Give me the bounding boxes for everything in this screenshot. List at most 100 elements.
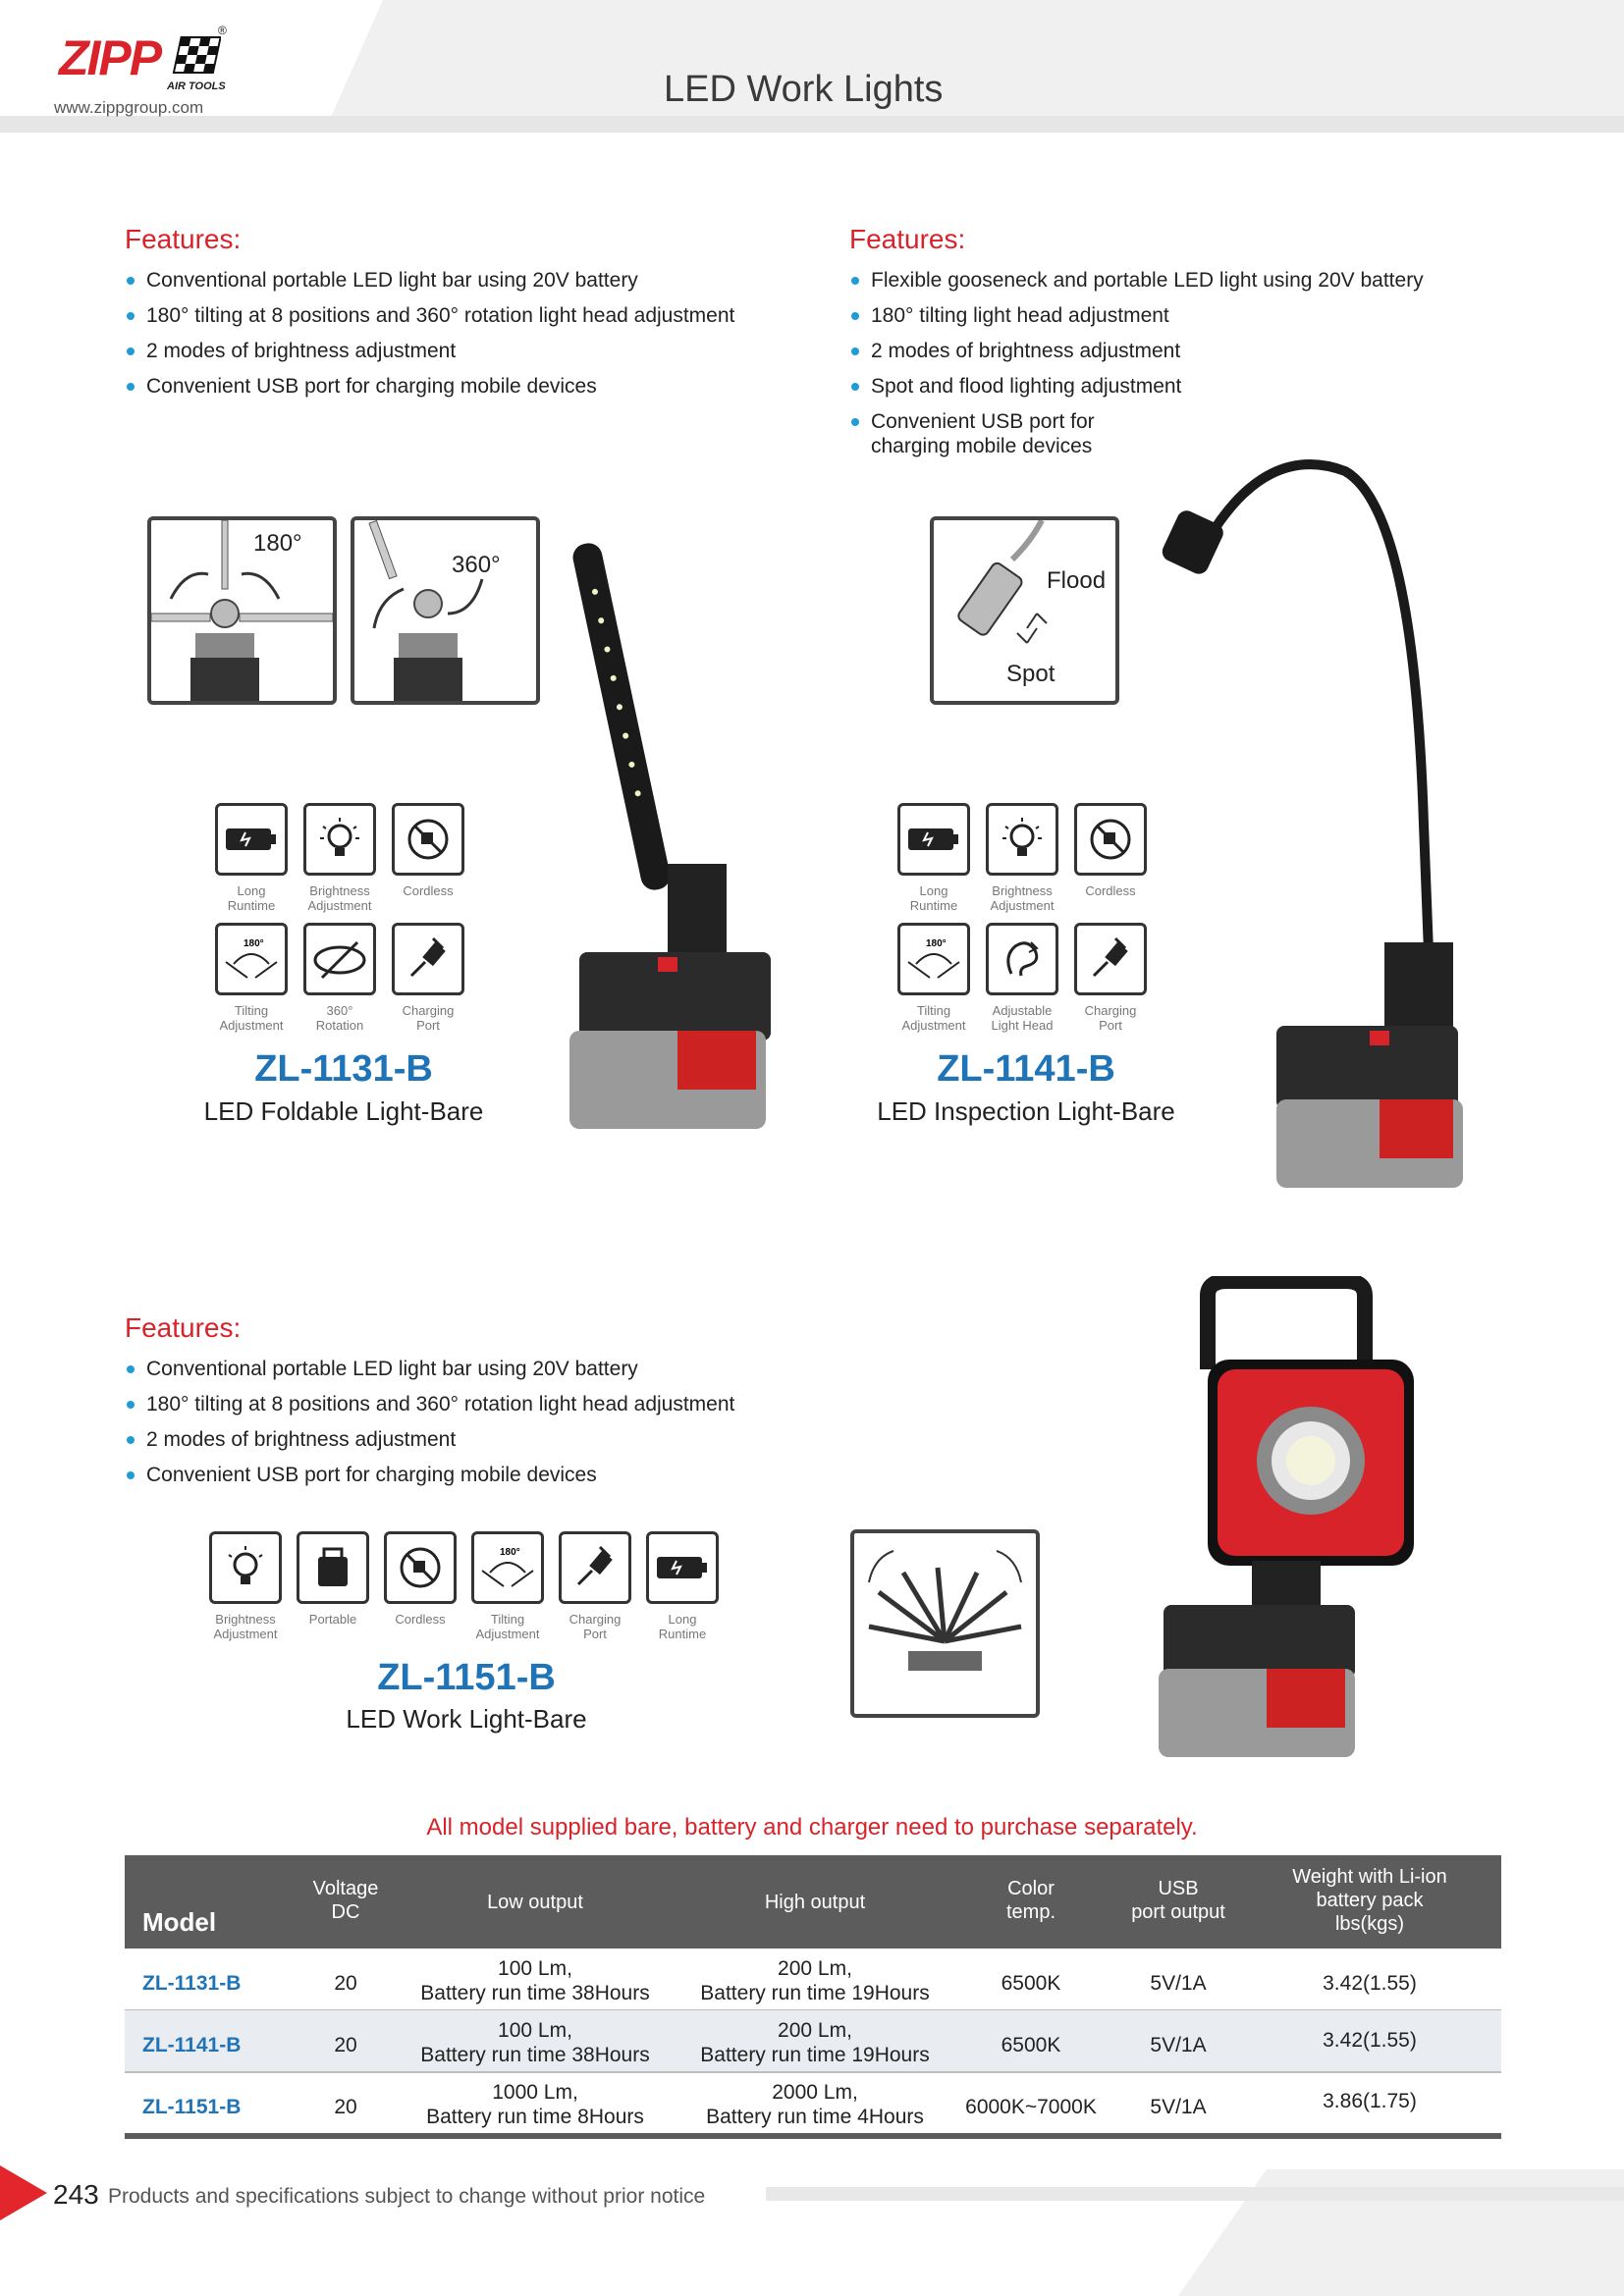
icon-label: Cordless	[403, 883, 454, 898]
rotation-360-diagram	[351, 516, 540, 705]
diagram-label: Flood	[1047, 567, 1107, 594]
tilt-180-diagram	[147, 516, 337, 705]
tilt-180-icon: 180°	[215, 923, 288, 995]
product-name: LED Inspection Light-Bare	[877, 1096, 1175, 1126]
feature-item-continued: charging mobile devices	[871, 435, 1093, 457]
cell-voltage: 20	[334, 2034, 357, 2056]
feature-item: Flexible gooseneck and portable LED ligh…	[849, 263, 1424, 298]
usb-plug-icon	[1074, 923, 1147, 995]
flood-spot-drawing	[957, 518, 1048, 644]
multi-angle-drawing	[868, 1550, 1022, 1671]
rotation-360-icon	[303, 923, 376, 995]
features-title: Features:	[849, 224, 966, 254]
cell-color: 6500K	[1001, 2034, 1061, 2056]
website-link[interactable]: www.zippgroup.com	[54, 98, 204, 117]
product-name: LED Work Light-Bare	[346, 1704, 587, 1734]
cordless-icon	[392, 803, 464, 876]
icon-label: Cordless	[1085, 883, 1136, 898]
cell-high: 200 Lm,Battery run time 19Hours	[700, 1957, 930, 2004]
bulb-icon	[303, 803, 376, 876]
portable-icon	[297, 1531, 369, 1604]
cell-voltage: 20	[334, 1972, 357, 1995]
diagram-label: 180°	[253, 530, 302, 557]
column-header-low: Low output	[487, 1892, 583, 1913]
feature-item: Convenient USB port for	[849, 404, 1424, 437]
cell-color: 6500K	[1001, 1972, 1061, 1995]
cell-model: ZL-1131-B	[142, 1972, 242, 1995]
cell-high: 200 Lm,Battery run time 19Hours	[700, 2019, 930, 2066]
footer-rule	[766, 2187, 1624, 2201]
feature-item: Convenient USB port for charging mobile …	[125, 369, 734, 404]
battery-icon	[215, 803, 288, 876]
cell-model: ZL-1141-B	[142, 2034, 242, 2056]
registered-mark: ®	[218, 24, 227, 37]
feature-item: 180° tilting light head adjustment	[849, 298, 1424, 334]
header-logo-area	[0, 0, 329, 133]
battery-icon	[897, 803, 970, 876]
cell-low: 1000 Lm,Battery run time 8Hours	[426, 2081, 644, 2128]
cell-color: 6000K~7000K	[965, 2096, 1097, 2118]
cordless-icon	[1074, 803, 1147, 876]
cell-model: ZL-1151-B	[142, 2096, 242, 2118]
feature-item: 180° tilting at 8 positions and 360° rot…	[125, 1387, 734, 1422]
feature-item: Convenient USB port for charging mobile …	[125, 1458, 734, 1493]
features-list: Flexible gooseneck and portable LED ligh…	[849, 263, 1424, 437]
cell-voltage: 20	[334, 2096, 357, 2118]
header-diagonal	[324, 0, 383, 133]
icon-label: 360°Rotation	[315, 1003, 364, 1033]
bulb-icon	[986, 803, 1058, 876]
feature-item: Spot and flood lighting adjustment	[849, 369, 1424, 404]
model-number: ZL-1141-B	[937, 1048, 1115, 1090]
table-row: ZL-1141-B 20 100 Lm,Battery run time 38H…	[125, 2010, 1501, 2073]
column-header-model: Model	[142, 1907, 217, 1937]
cell-weight: 3.42(1.55)	[1323, 1972, 1417, 1995]
usb-plug-icon	[559, 1531, 631, 1604]
tilt-180-icon: 180°	[897, 923, 970, 995]
features-list: Conventional portable LED light bar usin…	[125, 263, 734, 404]
usb-plug-icon	[392, 923, 464, 995]
flood-spot-diagram	[930, 516, 1119, 705]
features-list: Conventional portable LED light bar usin…	[125, 1352, 734, 1493]
led-work-light-photo	[1159, 1276, 1414, 1757]
header-rule	[0, 116, 1624, 133]
multi-angle-diagram	[850, 1529, 1040, 1718]
feature-item: 2 modes of brightness adjustment	[125, 1422, 734, 1458]
bulb-icon	[209, 1531, 282, 1604]
features-title: Features:	[125, 1312, 242, 1343]
tilt-180-icon: 180°	[471, 1531, 544, 1604]
feature-item: 2 modes of brightness adjustment	[125, 334, 734, 369]
tilt-diagram-drawing	[150, 519, 334, 701]
model-number: ZL-1151-B	[377, 1657, 556, 1698]
svg-text:180°: 180°	[500, 1547, 520, 1558]
icon-label: Portable	[308, 1612, 357, 1627]
feature-item: Conventional portable LED light bar usin…	[125, 263, 734, 298]
model-number: ZL-1131-B	[254, 1048, 433, 1090]
logo-subtitle: AIR TOOLS	[167, 80, 226, 92]
cell-usb: 5V/1A	[1150, 2034, 1207, 2056]
cell-low: 100 Lm,Battery run time 38Hours	[420, 2019, 650, 2066]
battery-icon	[646, 1531, 719, 1604]
checkered-flag-icon	[172, 36, 221, 74]
table-bottom-rule	[125, 2133, 1501, 2139]
led-foldable-light-photo	[569, 543, 771, 1129]
footer-disclaimer: Products and specifications subject to c…	[108, 2185, 706, 2208]
diagram-label: Spot	[1006, 661, 1056, 687]
adjustable-head-icon	[986, 923, 1058, 995]
cell-weight: 3.86(1.75)	[1323, 2090, 1417, 2112]
cell-usb: 5V/1A	[1150, 1972, 1207, 1995]
features-title: Features:	[125, 224, 242, 254]
logo: ZIPP	[59, 30, 162, 85]
cell-usb: 5V/1A	[1150, 2096, 1207, 2118]
feature-item: 2 modes of brightness adjustment	[849, 334, 1424, 369]
